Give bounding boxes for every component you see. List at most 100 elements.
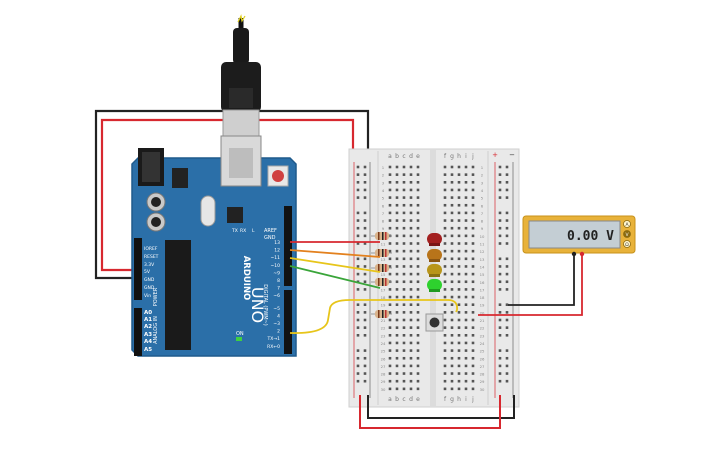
breadboard-hole[interactable] [409, 188, 413, 192]
breadboard-hole[interactable] [450, 188, 454, 192]
rail-hole[interactable] [363, 303, 367, 306]
breadboard-hole[interactable] [409, 203, 413, 207]
rail-hole[interactable] [505, 303, 509, 306]
breadboard-hole[interactable] [416, 249, 420, 253]
breadboard-hole[interactable] [464, 173, 468, 176]
rail-hole[interactable] [356, 311, 360, 314]
breadboard-hole[interactable] [388, 249, 392, 253]
resistor-4[interactable] [371, 278, 392, 286]
breadboard-hole[interactable] [416, 334, 420, 337]
rail-hole[interactable] [363, 326, 367, 329]
breadboard-hole[interactable] [395, 372, 399, 375]
rail-hole[interactable] [356, 196, 360, 199]
breadboard-hole[interactable] [471, 211, 475, 215]
rail-hole[interactable] [498, 265, 502, 268]
breadboard-hole[interactable] [388, 272, 392, 276]
breadboard-hole[interactable] [464, 272, 468, 276]
breadboard-hole[interactable] [388, 311, 392, 314]
breadboard-hole[interactable] [388, 334, 392, 337]
breadboard-hole[interactable] [395, 234, 399, 238]
breadboard-hole[interactable] [443, 295, 447, 299]
breadboard-hole[interactable] [464, 165, 468, 169]
breadboard-hole[interactable] [443, 341, 447, 345]
breadboard-hole[interactable] [464, 219, 468, 222]
breadboard-hole[interactable] [395, 226, 399, 230]
rail-hole[interactable] [498, 257, 502, 261]
breadboard-hole[interactable] [457, 387, 461, 391]
rail-hole[interactable] [498, 272, 502, 276]
rail-hole[interactable] [505, 311, 509, 314]
breadboard-hole[interactable] [450, 226, 454, 230]
breadboard-hole[interactable] [443, 318, 447, 322]
probe-red[interactable] [478, 255, 583, 316]
breadboard-hole[interactable] [471, 295, 475, 299]
breadboard-hole[interactable] [450, 280, 454, 284]
breadboard-hole[interactable] [409, 303, 413, 306]
rail-hole[interactable] [363, 226, 367, 230]
breadboard-hole[interactable] [409, 234, 413, 238]
breadboard-hole[interactable] [409, 311, 413, 314]
breadboard-hole[interactable] [395, 257, 399, 261]
rail-hole[interactable] [505, 372, 509, 375]
breadboard-hole[interactable] [402, 196, 406, 199]
rail-hole[interactable] [498, 379, 502, 383]
breadboard-hole[interactable] [395, 181, 399, 184]
breadboard-hole[interactable] [457, 173, 461, 176]
breadboard-hole[interactable] [457, 356, 461, 360]
breadboard-hole[interactable] [409, 356, 413, 360]
multimeter[interactable]: 0.00 V A V Ω [522, 215, 636, 257]
breadboard-hole[interactable] [395, 280, 399, 284]
breadboard-hole[interactable] [457, 249, 461, 253]
rail-hole[interactable] [363, 379, 367, 383]
breadboard-hole[interactable] [395, 326, 399, 329]
breadboard-hole[interactable] [402, 272, 406, 276]
breadboard-hole[interactable] [464, 265, 468, 268]
breadboard-hole[interactable] [471, 249, 475, 253]
rail-hole[interactable] [498, 280, 502, 284]
rail-hole[interactable] [356, 334, 360, 337]
breadboard-hole[interactable] [471, 387, 475, 391]
breadboard-hole[interactable] [416, 257, 420, 261]
breadboard-hole[interactable] [471, 341, 475, 345]
mode-a[interactable]: A [625, 222, 629, 228]
breadboard-hole[interactable] [402, 211, 406, 215]
usb-cable[interactable] [221, 14, 261, 139]
breadboard-hole[interactable] [464, 318, 468, 322]
breadboard-hole[interactable] [402, 356, 406, 360]
breadboard-hole[interactable] [402, 173, 406, 176]
rail-hole[interactable] [505, 280, 509, 284]
rail-hole[interactable] [505, 181, 509, 184]
breadboard-hole[interactable] [388, 326, 392, 329]
breadboard-hole[interactable] [443, 181, 447, 184]
rail-hole[interactable] [356, 272, 360, 276]
breadboard-hole[interactable] [395, 249, 399, 253]
breadboard-hole[interactable] [402, 181, 406, 184]
breadboard-hole[interactable] [443, 219, 447, 222]
breadboard-hole[interactable] [416, 181, 420, 184]
breadboard-hole[interactable] [388, 196, 392, 199]
breadboard-hole[interactable] [464, 334, 468, 337]
rail-hole[interactable] [505, 334, 509, 337]
breadboard-hole[interactable] [471, 349, 475, 352]
breadboard-hole[interactable] [450, 234, 454, 238]
rail-hole[interactable] [498, 165, 502, 169]
breadboard-hole[interactable] [471, 334, 475, 337]
breadboard-hole[interactable] [443, 196, 447, 199]
breadboard-hole[interactable] [416, 234, 420, 238]
resistor-5[interactable] [371, 310, 392, 318]
led-yellow[interactable] [427, 264, 442, 277]
breadboard-hole[interactable] [450, 334, 454, 337]
breadboard-hole[interactable] [416, 341, 420, 345]
breadboard-hole[interactable] [402, 165, 406, 169]
breadboard-hole[interactable] [395, 387, 399, 391]
rail-hole[interactable] [363, 196, 367, 199]
breadboard-hole[interactable] [388, 219, 392, 222]
probe-socket-com[interactable] [571, 251, 577, 257]
breadboard-hole[interactable] [388, 188, 392, 192]
rail-hole[interactable] [505, 356, 509, 360]
wire-bottom-red[interactable] [359, 395, 501, 429]
breadboard-hole[interactable] [395, 288, 399, 291]
breadboard-hole[interactable] [388, 303, 392, 306]
breadboard-hole[interactable] [416, 165, 420, 169]
breadboard-hole[interactable] [443, 265, 447, 268]
